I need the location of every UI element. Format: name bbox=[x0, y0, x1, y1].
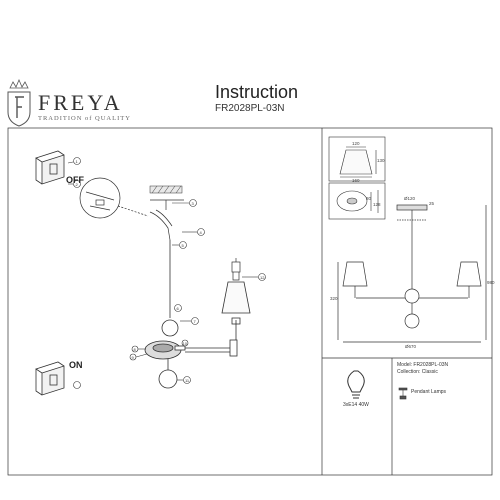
step-marker-7 bbox=[180, 317, 199, 325]
pendant-type-icon bbox=[398, 387, 408, 400]
step-marker-12 bbox=[242, 273, 266, 281]
central-sphere-top bbox=[161, 319, 179, 337]
step-number: 1 bbox=[75, 158, 78, 164]
spec-bulb: 3xE14 40W bbox=[343, 402, 369, 408]
page-title: Instruction bbox=[215, 82, 299, 102]
dim-canopy-height: 80 bbox=[366, 196, 372, 201]
step-marker-4 bbox=[182, 228, 205, 236]
ceiling-detail-zoom bbox=[79, 177, 149, 219]
step-marker-3 bbox=[172, 199, 197, 207]
spec-model: Model: FR2028PL-03N bbox=[397, 362, 449, 368]
step-number: 11 bbox=[185, 377, 190, 383]
step-marker-11 bbox=[177, 376, 191, 384]
step-marker-6 bbox=[174, 304, 182, 312]
central-hub bbox=[144, 340, 186, 360]
step-marker-2 bbox=[68, 180, 81, 188]
step-number: 12 bbox=[260, 274, 265, 280]
switch-on-label: ON bbox=[69, 360, 83, 370]
canopy-dimension-drawing bbox=[328, 182, 386, 220]
dim-canopy-diameter: Ø120 bbox=[404, 196, 416, 201]
step-marker-9 bbox=[129, 353, 148, 361]
step-marker-10 bbox=[181, 339, 189, 347]
step-number: 9 bbox=[131, 354, 134, 360]
dim-canopy-depth: 128 bbox=[373, 202, 381, 207]
power-switch-off-icon bbox=[35, 150, 65, 185]
step-number: 10 bbox=[182, 340, 187, 346]
central-sphere-bottom bbox=[158, 359, 178, 389]
step-number: 5 bbox=[181, 242, 184, 248]
shield-logo-icon bbox=[7, 91, 31, 127]
shade-dimension-drawing bbox=[328, 136, 386, 182]
crown-icon bbox=[9, 78, 29, 89]
mounting-bracket bbox=[149, 199, 184, 241]
step-marker-5 bbox=[172, 241, 187, 249]
dim-shade-height: 130 bbox=[377, 158, 385, 163]
switch-off-label: OFF bbox=[66, 175, 84, 185]
step-number: 2 bbox=[75, 181, 78, 187]
lamp-front-elevation bbox=[337, 204, 487, 343]
sheet-frame bbox=[7, 127, 493, 476]
spec-collection: Collection: Classic bbox=[397, 369, 438, 375]
lamp-shade bbox=[221, 281, 251, 314]
power-switch-on-icon bbox=[35, 361, 65, 396]
bulb-icon bbox=[231, 258, 241, 281]
step-number: 7 bbox=[193, 318, 196, 324]
step-number: 6 bbox=[176, 305, 179, 311]
dim-total-width: Ø670 bbox=[405, 344, 417, 349]
model-number: FR2028PL-03N bbox=[215, 103, 285, 114]
brand-tagline: TRADITION of QUALITY bbox=[38, 115, 131, 122]
dim-shade-bottom: 160 bbox=[352, 178, 360, 183]
dim-canopy-width: 25 bbox=[429, 201, 435, 206]
dim-shade-top: 120 bbox=[352, 141, 360, 146]
dim-total-height: 320 bbox=[330, 296, 338, 301]
dim-max-height: 980 bbox=[487, 280, 495, 285]
bulb-spec-icon bbox=[347, 370, 365, 399]
step-number: 8 bbox=[133, 346, 136, 352]
step-number: 4 bbox=[199, 229, 202, 235]
step-marker-8 bbox=[131, 345, 146, 353]
lamp-arm bbox=[185, 317, 241, 357]
step-marker-on bbox=[73, 381, 81, 389]
brand-name: FREYA bbox=[38, 90, 123, 115]
ceiling-hatch bbox=[149, 185, 183, 194]
step-marker-1 bbox=[67, 157, 81, 165]
spec-type: Pendant Lamps bbox=[411, 389, 447, 395]
step-number: 3 bbox=[191, 200, 194, 206]
